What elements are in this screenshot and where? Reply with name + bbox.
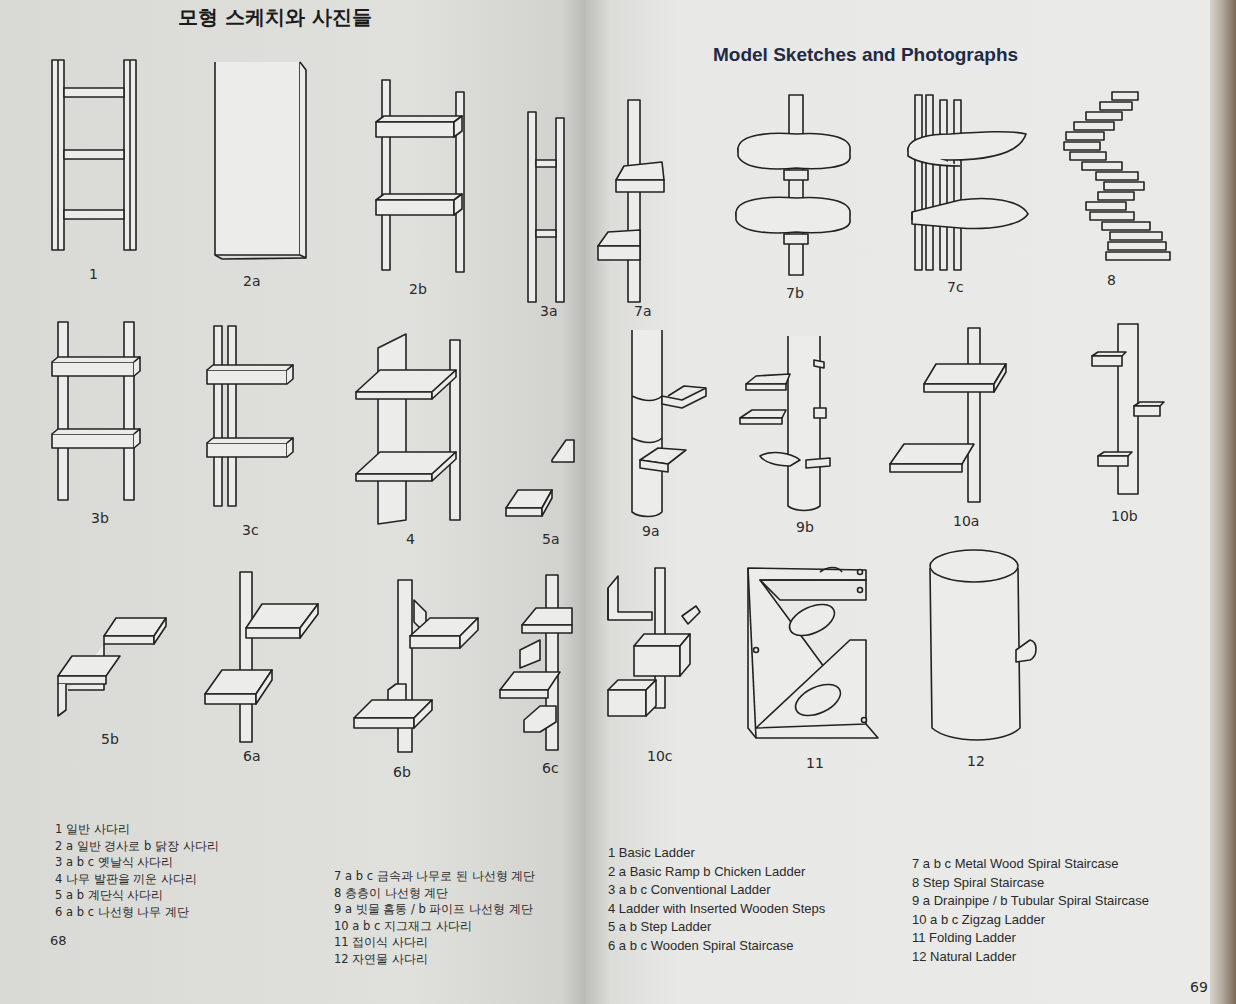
caption-line: 12 자연물 사다리: [334, 953, 428, 966]
caption-line: 11 Folding Ladder: [912, 931, 1016, 946]
sketch-10c: [608, 568, 700, 716]
figure-number: 3b: [91, 510, 109, 526]
sketch-10b: [1092, 324, 1164, 494]
caption-line: 2 a Basic Ramp b Chicken Ladder: [608, 865, 805, 880]
caption-line: 8 Step Spiral Staircase: [912, 876, 1044, 891]
caption-line: 4 나무 발판을 끼운 사다리: [55, 873, 197, 886]
caption-line: 6 a b c 나선형 나무 계단: [55, 906, 189, 919]
figure-number: 7a: [634, 303, 652, 319]
figure-number: 10c: [647, 748, 673, 764]
sketch-1: [52, 60, 136, 250]
caption-line: 3 a b c 옛날식 사다리: [55, 856, 173, 869]
figure-number: 9b: [796, 519, 814, 535]
sketch-10a: [890, 328, 1006, 502]
caption-line: 6 a b c Wooden Spiral Staircase: [608, 939, 793, 954]
sketch-3a: [528, 112, 564, 302]
sketch-8: [1064, 92, 1170, 260]
caption-line: 7 a b c 금속과 나무로 된 나선형 계단: [334, 870, 535, 883]
sketch-2a: [215, 62, 306, 259]
sketch-7a: [598, 100, 664, 302]
caption-line: 12 Natural Ladder: [912, 950, 1016, 965]
page-title: Model Sketches and Photographs: [713, 44, 1018, 66]
page-number: 69: [1190, 979, 1208, 995]
sketch-4: [356, 334, 460, 524]
sketch-6a: [205, 572, 318, 742]
figure-number: 5a: [542, 531, 560, 547]
figure-number: 8: [1107, 272, 1116, 288]
caption-line: 9 a 빗물 홈통 / b 파이프 나선형 계단: [334, 903, 533, 916]
sketch-7b: [736, 95, 850, 275]
figure-number: 9a: [642, 523, 660, 539]
page-number: 68: [50, 934, 67, 949]
caption-line: 11 접이식 사다리: [334, 936, 428, 949]
sketch-3c: [207, 326, 293, 506]
sketch-12: [930, 550, 1036, 740]
figure-number: 7b: [786, 285, 804, 301]
figure-number: 6a: [243, 748, 261, 764]
caption-line: 10 a b c Zigzag Ladder: [912, 913, 1045, 928]
sketch-6c: [500, 575, 572, 750]
sketch-3b: [52, 322, 140, 500]
figure-number: 11: [806, 755, 824, 771]
figure-number: 6c: [542, 760, 559, 776]
sketch-9b: [740, 336, 830, 511]
figure-number: 7c: [947, 279, 964, 295]
figure-number: 3c: [242, 522, 259, 538]
sketch-5a: [506, 440, 574, 516]
figure-number: 10b: [1111, 508, 1138, 524]
book-edge: [1210, 0, 1236, 1004]
sketch-6b: [354, 580, 478, 752]
caption-line: 8 층층이 나선형 계단: [334, 887, 448, 900]
figure-number: 2b: [409, 281, 427, 297]
caption-line: 1 일반 사다리: [55, 823, 130, 836]
figure-number: 2a: [243, 273, 261, 289]
figure-number: 5b: [101, 731, 119, 747]
sketch-7c: [908, 95, 1028, 270]
caption-line: 10 a b c 지그재그 사다리: [334, 920, 472, 933]
figure-number: 4: [406, 531, 415, 547]
figure-number: 10a: [953, 513, 979, 529]
sketch-2b: [376, 80, 464, 272]
caption-line: 4 Ladder with Inserted Wooden Steps: [608, 902, 825, 917]
page-title: 모형 스케치와 사진들: [178, 6, 372, 29]
caption-line: 2 a 일반 경사로 b 닭장 사다리: [55, 840, 219, 853]
sketch-11: [748, 568, 878, 739]
figure-number: 12: [967, 753, 985, 769]
caption-line: 1 Basic Ladder: [608, 846, 695, 861]
caption-line: 7 a b c Metal Wood Spiral Staircase: [912, 857, 1118, 872]
figure-number: 6b: [393, 764, 411, 780]
sketch-9a: [632, 330, 706, 517]
caption-line: 3 a b c Conventional Ladder: [608, 883, 771, 898]
caption-line: 5 a b Step Ladder: [608, 920, 711, 935]
caption-line: 5 a b 계단식 사다리: [55, 889, 163, 902]
figure-number: 1: [89, 266, 98, 282]
sketch-5b: [58, 618, 166, 716]
figure-number: 3a: [540, 303, 558, 319]
caption-line: 9 a Drainpipe / b Tubular Spiral Stairca…: [912, 894, 1149, 909]
